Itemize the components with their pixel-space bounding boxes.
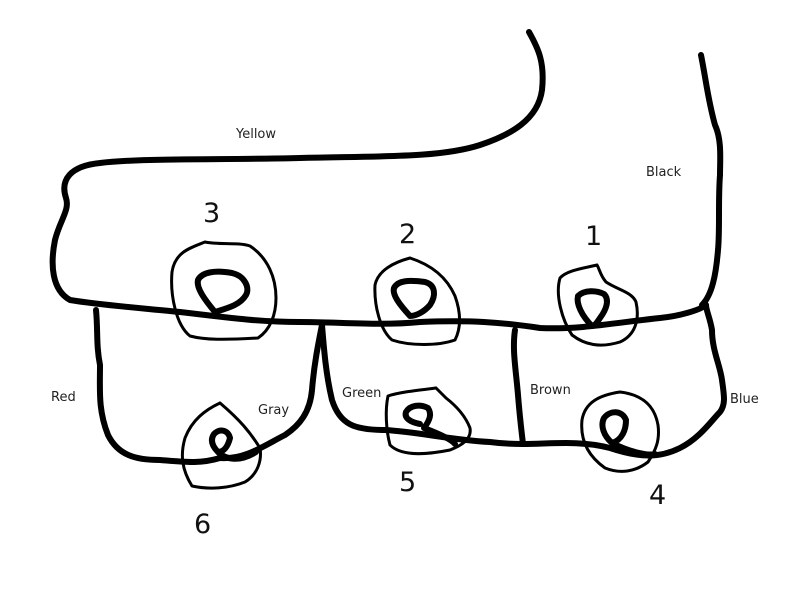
knot-2-outer-loop <box>373 256 461 346</box>
bottom-right-rope <box>520 302 727 459</box>
label-yellow: Yellow <box>236 127 277 142</box>
knot-6-outer-loop <box>180 401 262 490</box>
red-rope <box>93 307 223 465</box>
label-black: Black <box>646 165 682 180</box>
knot-number-2: 2 <box>399 219 417 250</box>
knot-1-outer-loop <box>556 263 639 347</box>
knot-3-outer-loop <box>170 240 278 341</box>
knot-number-4: 4 <box>649 480 667 511</box>
label-brown: Brown <box>530 383 571 398</box>
label-red: Red <box>51 390 76 405</box>
knot-3-inner-loop <box>194 268 251 315</box>
main-horizontal-rope <box>177 302 709 332</box>
label-green: Green <box>342 386 382 401</box>
yellow-rope <box>49 29 546 315</box>
label-blue: Blue <box>730 392 759 407</box>
knot-6-inner-loop <box>208 427 259 462</box>
knot-number-6: 6 <box>194 509 212 540</box>
knot-number-3: 3 <box>203 198 221 229</box>
brown-rope <box>510 327 526 447</box>
knot-4-outer-loop <box>580 390 660 473</box>
label-gray: Gray <box>258 403 290 418</box>
knot-2-inner-loop <box>390 277 437 319</box>
knot-number-5: 5 <box>399 467 417 498</box>
knot-1-inner-loop <box>574 288 610 329</box>
gray-rope <box>217 322 325 462</box>
knot-4-inner-loop <box>599 409 658 458</box>
green-rope <box>319 322 526 447</box>
knot-5-outer-loop <box>384 386 472 456</box>
black-rope <box>698 52 724 308</box>
knot-5-inner-loop <box>402 402 458 447</box>
knot-number-1: 1 <box>585 221 603 252</box>
